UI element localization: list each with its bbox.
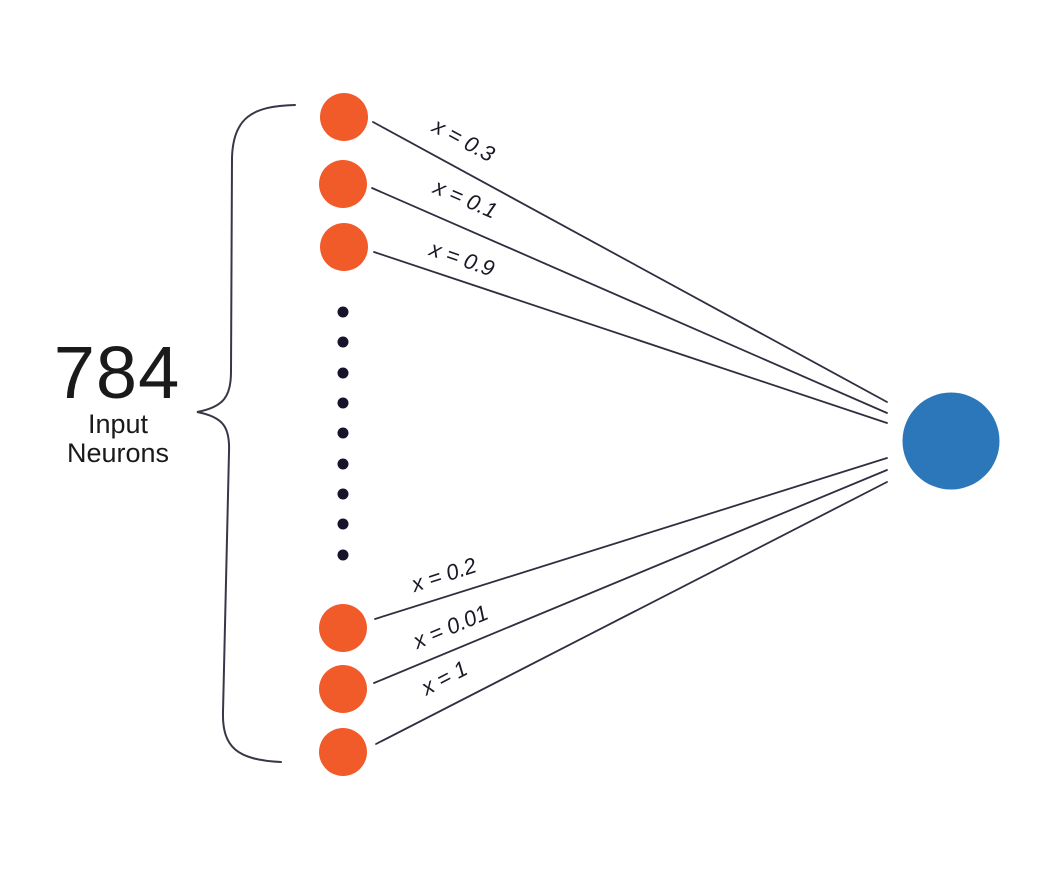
ellipsis-dot-2 [337,336,349,348]
ellipsis-dot-8 [337,518,349,530]
ellipsis-dot-1 [337,306,349,318]
input-neuron-3 [320,223,368,271]
ellipsis-dot-9 [337,549,349,561]
input-layer-label-line1: Input [88,409,149,439]
edge-weight-label-5: x = 0.01 [409,600,492,654]
ellipsis-dot-7 [337,488,349,500]
edge-line-4 [374,457,888,620]
output-neuron [902,392,1000,490]
input-neuron-4 [319,604,367,652]
input-neuron-2 [319,160,367,208]
input-neuron-count: 784 [54,331,180,414]
input-neuron-6 [319,728,367,776]
edge-line-3 [373,251,888,424]
input-neuron-1 [320,93,368,141]
ellipsis-dot-6 [337,458,349,470]
edge-weight-label-1: x = 0.3 [428,113,500,168]
ellipsis-dot-3 [337,367,349,379]
input-neuron-5 [319,665,367,713]
ellipsis-dot-4 [337,397,349,409]
edge-line-2 [371,187,888,414]
edge-weight-label-2: x = 0.1 [429,174,501,224]
edge-line-1 [372,121,888,403]
input-layer-brace [196,104,296,763]
input-layer-label-line2: Neurons [67,438,169,468]
edge-line-5 [373,469,888,684]
edge-weight-label-3: x = 0.9 [426,236,498,282]
edge-line-6 [375,481,888,745]
ellipsis-dot-5 [337,427,349,439]
